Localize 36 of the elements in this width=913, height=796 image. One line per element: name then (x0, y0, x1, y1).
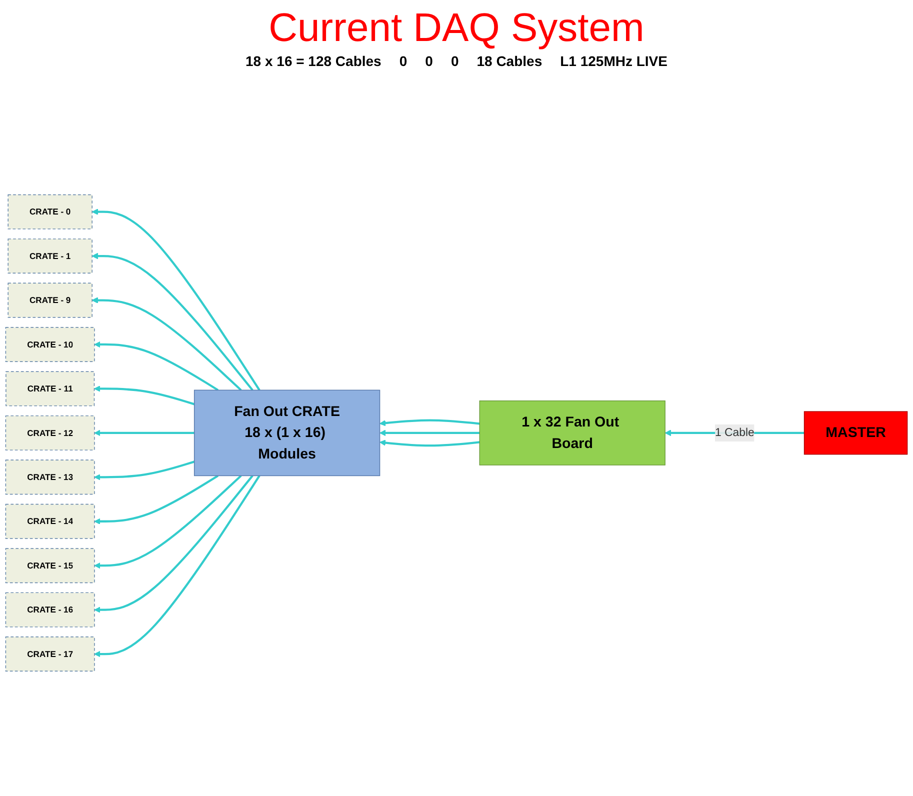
note-label: 18 x 16 = 128 Cables (246, 53, 382, 69)
node-box: CRATE - 0 (8, 194, 92, 229)
node-box: CRATE - 14 (5, 503, 95, 538)
note-label: 0 (399, 53, 408, 69)
diagram-title: Current DAQ System (268, 6, 646, 51)
note-label: 0 (450, 53, 459, 69)
arrow (94, 474, 219, 524)
node-box: CRATE - 11 (6, 370, 95, 406)
arrow (379, 418, 480, 426)
node-box: CRATE - 17 (5, 636, 95, 672)
arrow (94, 460, 195, 480)
arrow (94, 340, 219, 391)
node-box: CRATE - 1 (8, 238, 92, 274)
node-box: CRATE - 10 (5, 326, 95, 362)
arrow (379, 439, 480, 446)
node-box: CRATE - 9 (8, 282, 92, 318)
arrow (92, 296, 242, 390)
node-box: Fan Out CRATE 18 x (1 x 16) Modules (194, 389, 380, 476)
node-box: 1 x 32 Fan Out Board (479, 400, 666, 465)
node-box: MASTER (804, 410, 908, 454)
edge-label: 1 Cable (714, 426, 754, 438)
node-box: CRATE - 15 (5, 548, 95, 583)
arrow (94, 474, 242, 568)
node-box: CRATE - 12 (5, 415, 95, 450)
note-label: 18 Cables (476, 53, 542, 69)
arrow (92, 208, 260, 390)
arrow (94, 474, 260, 657)
arrow (92, 252, 254, 390)
node-box: CRATE - 16 (5, 592, 95, 627)
arrow (94, 429, 194, 436)
arrow (94, 385, 195, 405)
arrow (94, 474, 254, 613)
arrow (379, 429, 480, 436)
node-box: CRATE - 13 (5, 459, 95, 494)
note-label: L1 125MHz LIVE (560, 53, 668, 69)
note-label: 0 (425, 53, 433, 69)
